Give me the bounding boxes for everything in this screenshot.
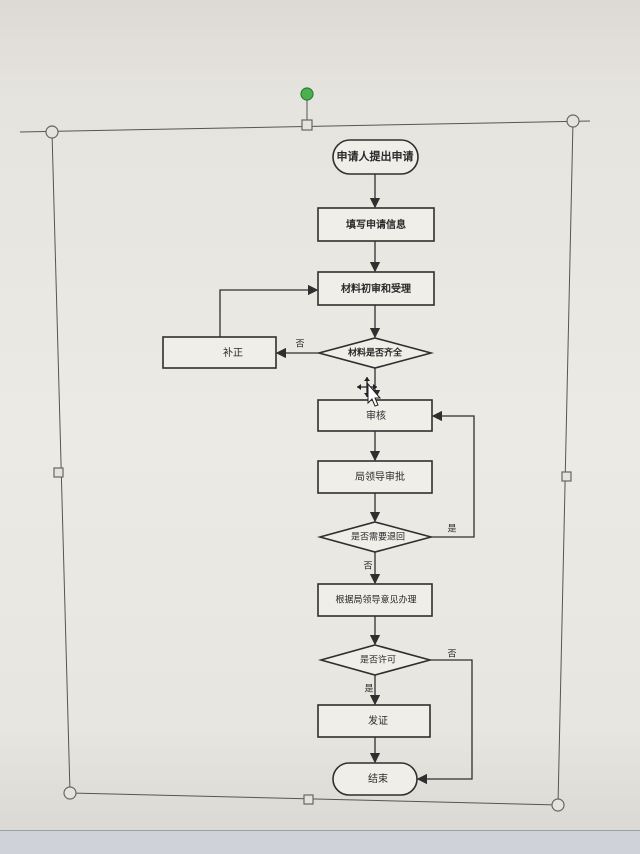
node-permit-check-label: 是否许可 [360, 654, 396, 666]
resize-handle-top-left[interactable] [45, 125, 59, 139]
edge-return-review [431, 410, 475, 538]
node-issue-label: 发证 [368, 714, 388, 727]
node-complete-check-label: 材料是否齐全 [347, 347, 403, 359]
edge-label-yes-return: 是 [447, 524, 456, 535]
resize-handle-top[interactable] [301, 119, 313, 131]
node-bureau-review-label: 局领导审批 [355, 470, 405, 483]
resize-handle-right[interactable] [561, 471, 572, 482]
edge-label-no-permit: 否 [447, 649, 456, 660]
node-handling-opinion[interactable] [317, 583, 433, 617]
edge-label-no-supplement: 否 [295, 339, 304, 350]
node-end-label: 结束 [368, 772, 388, 785]
frame-right-line [557, 120, 574, 806]
resize-handle-bottom-right[interactable] [551, 798, 565, 812]
edge-permit-end [416, 659, 473, 785]
node-fill-info-label: 填写申请信息 [346, 218, 406, 231]
node-return-check-label: 是否需要退回 [351, 532, 405, 543]
edge-supplement-material [219, 284, 319, 337]
node-review-label: 审核 [366, 409, 386, 422]
node-material-review-label: 材料初审和受理 [341, 282, 411, 295]
node-supplement[interactable] [162, 336, 277, 369]
edge-label-yes-permit: 是 [364, 684, 373, 695]
edge-label-no-return: 否 [363, 561, 372, 572]
frame-left-line [51, 131, 71, 794]
resize-handle-left[interactable] [53, 467, 64, 478]
frame-bottom-line [69, 792, 559, 806]
node-fill-info[interactable] [317, 207, 435, 242]
status-bar [0, 830, 640, 854]
resize-handle-top-right[interactable] [566, 114, 580, 128]
node-start-label: 申请人提出申请 [337, 149, 414, 163]
move-cursor-icon [357, 377, 382, 407]
node-issue[interactable] [317, 704, 431, 738]
resize-handle-bottom[interactable] [303, 794, 314, 805]
node-handling-opinion-label: 根据局领导意见办理 [335, 594, 416, 606]
node-supplement-label: 补正 [223, 346, 243, 359]
rotate-handle[interactable] [300, 87, 314, 101]
resize-handle-bottom-left[interactable] [63, 786, 77, 800]
